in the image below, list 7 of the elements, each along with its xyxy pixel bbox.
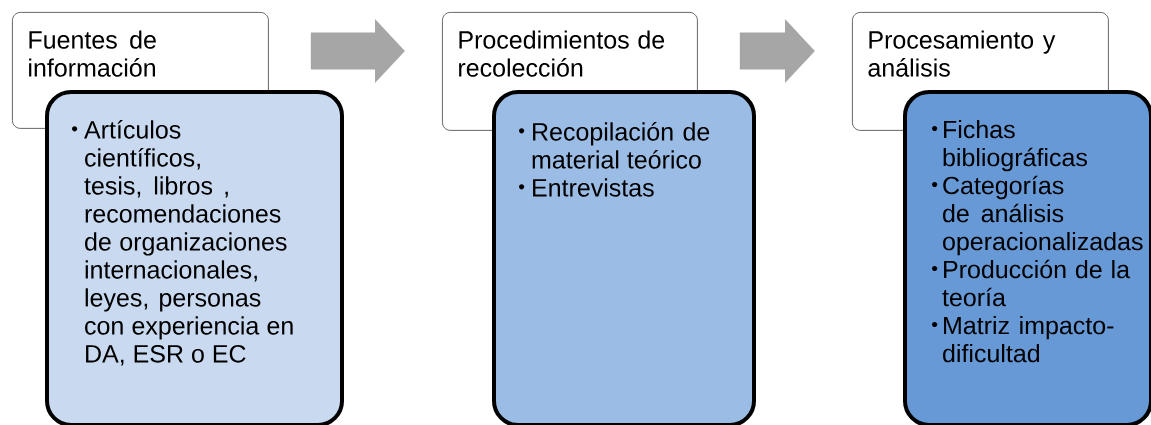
content-box [492,90,756,425]
bullet-item: Matriz impacto-dificultad [943,316,1114,363]
bullet-item: Producción de la teoría [942,259,1131,307]
content-box [45,90,344,425]
bullet-item: Categorías de análisis operacionalizadas [943,175,1143,256]
bullet-item: Entrevistas [533,178,654,197]
content-box [903,90,1151,425]
